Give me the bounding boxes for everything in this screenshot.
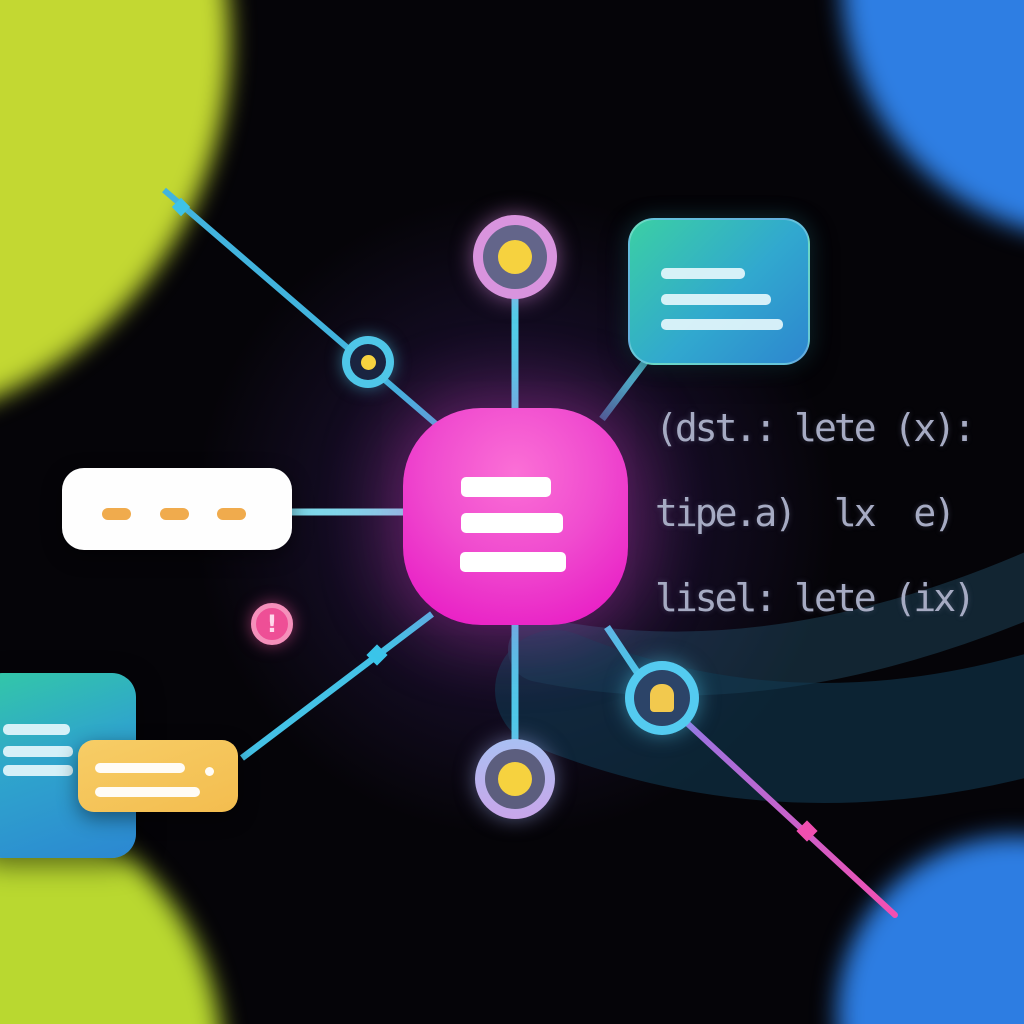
node-top [473,215,557,299]
pseudo-code-line-3: lisel: lete (ix) [655,576,976,620]
diamond-marker-pink [796,820,818,842]
yellow-message-card [78,740,238,812]
connector-upper-left [162,187,438,427]
node-lock-inner [634,670,690,726]
connector-lower-right [604,625,640,674]
lock-icon [650,684,674,712]
list-icon-bar [461,513,563,533]
card-text-line [3,765,73,776]
card-dot [205,767,214,776]
orange-dash [217,508,246,520]
pseudo-code-line-1: (dst.: lete (x): [655,406,976,450]
list-icon-bar [460,552,566,572]
connector-lower-left [240,611,434,761]
card-text-line [95,787,200,797]
dot-node-icon [498,240,532,274]
connector-upper-right [599,359,648,422]
card-text-line [3,724,70,735]
orange-dash [102,508,131,520]
node-upper-left [342,336,394,388]
node-bottom [475,739,555,819]
orange-dash [160,508,189,520]
dot-node-icon [498,762,532,796]
node-lock [625,661,699,735]
teal-message-card [628,218,810,365]
list-icon-bar [461,477,551,497]
node-top-inner [483,225,547,289]
white-dashes-card [62,468,292,550]
node-upper-left-inner [350,344,386,380]
center-node [403,408,628,625]
dot-node-icon [360,354,376,370]
pseudo-code-line-2: tipe.a) lx e) [655,491,956,535]
diamond-marker-upper-left [171,197,191,217]
connector-pink-tail [685,721,898,918]
alert-badge: ! [251,603,293,645]
card-text-line [661,294,771,305]
card-text-line [3,746,73,757]
exclamation-icon: ! [266,610,278,638]
card-text-line [661,268,745,279]
card-text-line [95,763,185,773]
diamond-marker-lower-left [366,644,388,666]
node-bottom-inner [485,749,545,809]
card-text-line [661,319,783,330]
